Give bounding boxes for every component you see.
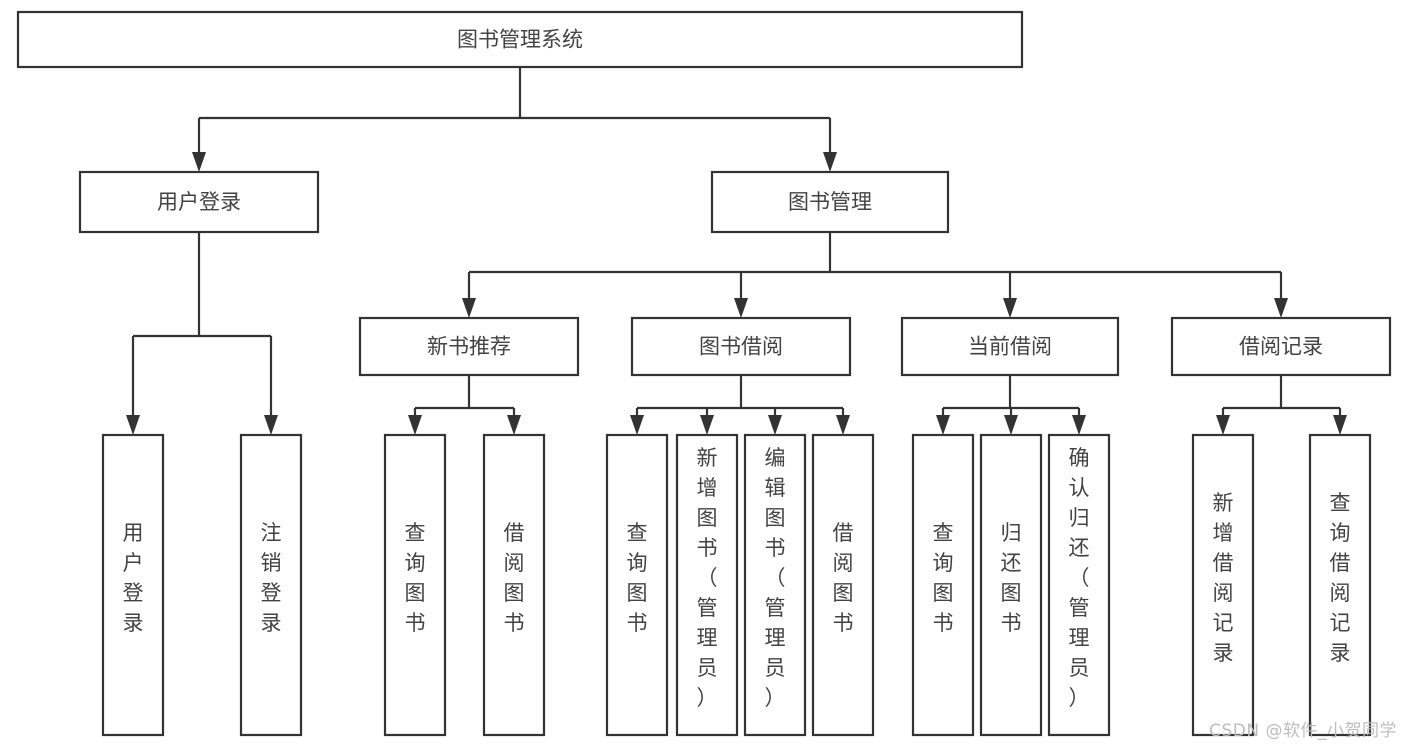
node-leaf-leaf-edit-book[interactable]: 编辑图书（管理员） [743,433,807,737]
node-label: 注销登录 [261,521,282,635]
node-box[interactable] [1047,433,1111,737]
connector-current-borrow-to-leaves [936,375,1086,435]
node-level2-borrow-record[interactable]: 借阅记录 [1170,316,1392,377]
node-label: 当前借阅 [968,335,1052,359]
node-label: 用户登录 [157,190,241,214]
arrow-head-icon [1004,415,1018,435]
node-label: 借阅记录 [1239,335,1323,359]
node-level1-user-login[interactable]: 用户登录 [78,170,320,234]
arrow-head-icon [462,298,476,318]
node-box[interactable] [482,433,546,737]
node-box[interactable] [1191,433,1255,737]
node-label: 图书借阅 [699,335,783,359]
node-leaf-leaf-logout[interactable]: 注销登录 [239,433,303,737]
arrow-head-icon [1216,415,1230,435]
node-leaf-leaf-add-record[interactable]: 新增借阅记录 [1191,433,1255,737]
arrow-head-icon [768,415,782,435]
node-leaf-leaf-add-book[interactable]: 新增图书（管理员） [675,433,739,737]
node-leaf-leaf-return-book[interactable]: 归还图书 [979,433,1043,737]
node-box[interactable] [743,433,807,737]
node-layer: 图书管理系统用户登录图书管理新书推荐图书借阅当前借阅借阅记录用户登录注销登录查询… [16,10,1392,737]
node-leaf-leaf-query-record[interactable]: 查询借阅记录 [1308,433,1372,737]
node-box[interactable] [239,433,303,737]
node-level1-book-manage[interactable]: 图书管理 [710,170,950,234]
arrow-head-icon [192,152,206,172]
arrow-head-icon [264,415,278,435]
arrow-head-icon [1333,415,1347,435]
node-box[interactable] [605,433,669,737]
arrow-head-icon [630,415,644,435]
arrow-head-icon [126,415,140,435]
node-box[interactable] [358,316,580,377]
arrow-head-icon [936,415,950,435]
node-label: 图书管理系统 [457,28,583,52]
node-leaf-leaf-query-book-2[interactable]: 查询图书 [605,433,669,737]
node-level2-new-book-recommend[interactable]: 新书推荐 [358,316,580,377]
arrow-head-icon [507,415,521,435]
connector-new-book-recommend-to-leaves [408,375,521,435]
arrow-head-icon [408,415,422,435]
node-box[interactable] [900,316,1120,377]
node-box[interactable] [1170,316,1392,377]
csdn-watermark: CSDN @软件_小贺同学 [1209,721,1397,741]
node-label: 编辑图书（管理员） [765,446,786,710]
arrow-head-icon [734,298,748,318]
node-box[interactable] [710,170,950,234]
arrow-head-icon [700,415,714,435]
node-box[interactable] [383,433,447,737]
connector-borrow-record-to-leaves [1216,375,1347,435]
node-leaf-leaf-query-book-1[interactable]: 查询图书 [383,433,447,737]
node-label: 用户登录 [123,521,144,635]
arrow-head-icon [823,152,837,172]
node-label: 查询图书 [627,521,648,635]
connector-user-login-to-leaves [126,232,278,435]
node-root-root[interactable]: 图书管理系统 [16,10,1024,69]
arrow-head-icon [1274,298,1288,318]
node-label: 确认归还（管理员） [1069,446,1090,710]
connector-book-manage-to-level2 [462,232,1288,318]
arrow-head-icon [836,415,850,435]
node-label: 查询图书 [405,521,426,635]
node-label: 查询图书 [933,521,954,635]
node-level2-current-borrow[interactable]: 当前借阅 [900,316,1120,377]
node-label: 图书管理 [788,190,872,214]
node-box[interactable] [911,433,975,737]
node-leaf-leaf-user-login[interactable]: 用户登录 [101,433,165,737]
node-box[interactable] [16,10,1024,69]
connector-root-to-level1 [192,67,837,172]
connector-book-borrow-to-leaves [630,375,850,435]
node-label: 归还图书 [1001,521,1022,635]
node-box[interactable] [78,170,320,234]
node-leaf-leaf-confirm-return[interactable]: 确认归还（管理员） [1047,433,1111,737]
node-leaf-leaf-borrow-book-1[interactable]: 借阅图书 [482,433,546,737]
node-box[interactable] [1308,433,1372,737]
node-label: 借阅图书 [833,521,854,635]
node-box[interactable] [979,433,1043,737]
node-box[interactable] [675,433,739,737]
node-level2-book-borrow[interactable]: 图书借阅 [630,316,852,377]
arrow-head-icon [1003,298,1017,318]
node-box[interactable] [811,433,875,737]
node-label: 新书推荐 [427,335,511,359]
node-label: 借阅图书 [504,521,525,635]
node-box[interactable] [101,433,165,737]
node-leaf-leaf-query-book-3[interactable]: 查询图书 [911,433,975,737]
node-label: 新增借阅记录 [1213,491,1234,665]
arrow-head-icon [1072,415,1086,435]
node-label: 查询借阅记录 [1330,491,1351,665]
node-box[interactable] [630,316,852,377]
node-label: 新增图书（管理员） [697,446,718,710]
connector-layer [126,67,1347,435]
node-leaf-leaf-borrow-book-2[interactable]: 借阅图书 [811,433,875,737]
